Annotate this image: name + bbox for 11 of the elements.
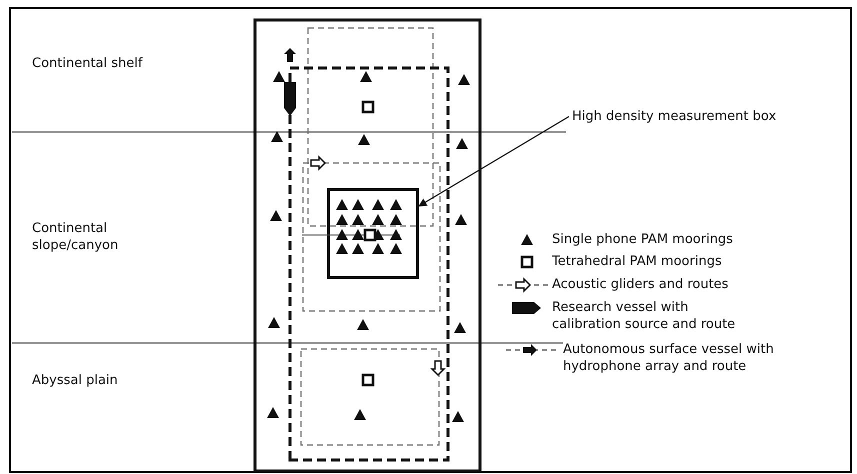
callout-text: High density measurement box — [572, 108, 776, 125]
region-label: Abyssal plain — [32, 372, 119, 389]
legend-text: Tetrahedral PAM moorings — [552, 253, 723, 270]
legend-text: Single phone PAM moorings — [552, 231, 734, 248]
legend-text: Acoustic gliders and routes — [552, 276, 730, 293]
legend-text: Autonomous surface vessel with hydrophone array and route — [563, 341, 775, 375]
leader-line — [418, 116, 570, 207]
legend-text: Research vessel with calibration source and route — [552, 299, 736, 333]
measurement-box — [327, 188, 419, 279]
region-label: Continental shelf — [32, 55, 144, 72]
region-label: Continental slope/canyon — [32, 220, 120, 254]
